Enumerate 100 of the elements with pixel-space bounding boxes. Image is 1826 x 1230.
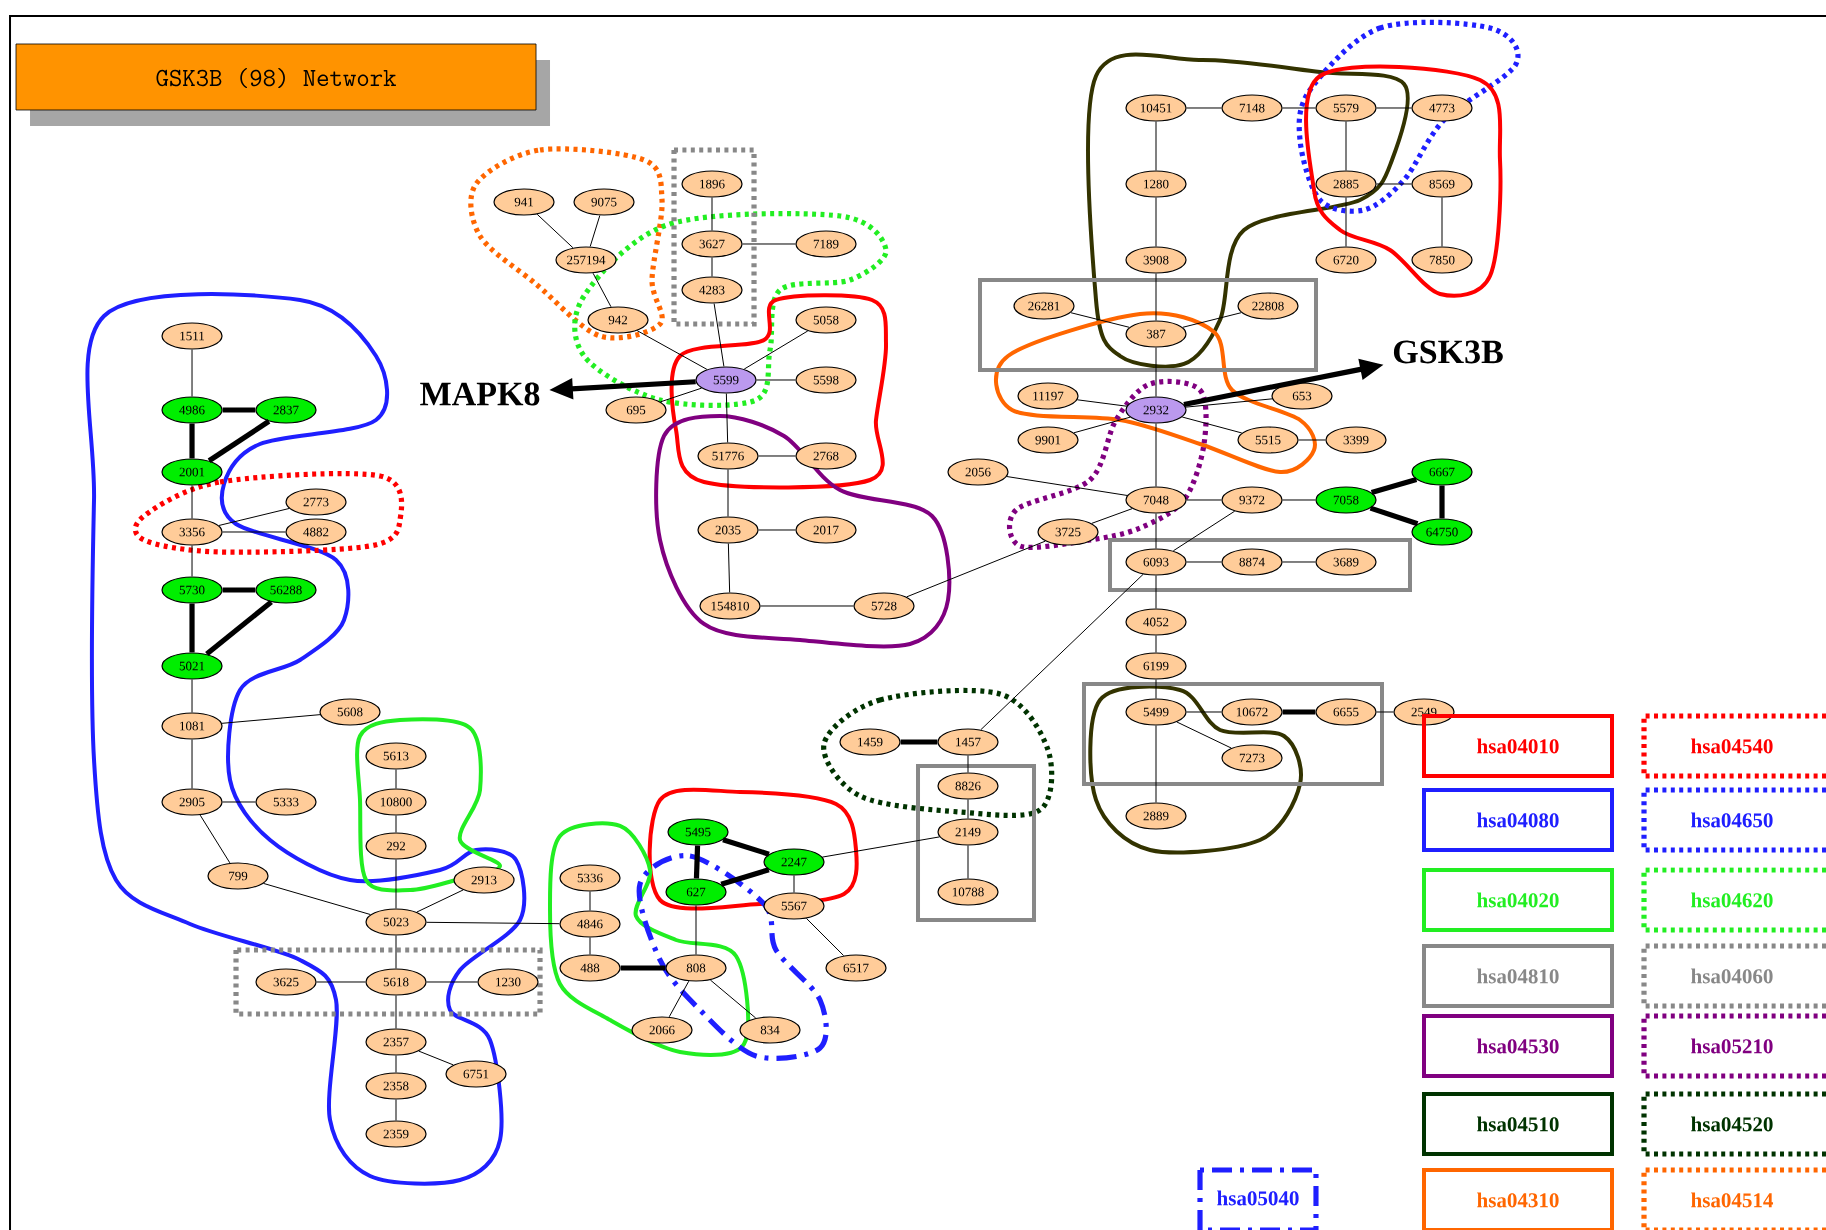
legend-item: hsa04010: [1422, 714, 1614, 778]
edge-line: [536, 213, 574, 249]
edge-line: [199, 814, 231, 864]
edge-line: [222, 801, 256, 803]
edge-line: [1155, 197, 1157, 247]
edge-line: [758, 529, 796, 531]
edge-line: [711, 197, 713, 231]
edge-line: [967, 845, 969, 879]
edge-line: [1182, 312, 1242, 328]
edge-line: [395, 935, 397, 969]
edge-line: [727, 469, 729, 517]
edge-line: [1155, 635, 1157, 653]
edge-line: [760, 605, 854, 607]
edge-line: [709, 979, 757, 1019]
legend-item: hsa04540: [1641, 713, 1826, 779]
edge-line: [1073, 416, 1131, 434]
edge-line: [967, 799, 969, 819]
edge-line: [1376, 107, 1412, 109]
legend-item: hsa04810: [1422, 944, 1614, 1008]
edge-line: [1155, 513, 1157, 549]
edge-line: [589, 214, 601, 248]
edge-line: [395, 769, 397, 789]
edge-line: [1155, 273, 1157, 321]
legend-item: hsa05210: [1641, 1013, 1826, 1079]
edge-line: [722, 837, 770, 857]
edge-line: [191, 349, 193, 397]
edge-line: [713, 303, 725, 367]
edge-line: [189, 423, 195, 459]
edge-line: [191, 679, 193, 713]
edge-line: [316, 981, 366, 983]
legend-item: hsa04514: [1641, 1167, 1826, 1230]
edge-line: [711, 257, 713, 277]
edge-line: [620, 965, 666, 971]
edge-line: [1282, 107, 1316, 109]
edge-line: [222, 587, 256, 593]
legend-item: hsa04310: [1422, 1168, 1614, 1230]
edge-line: [805, 917, 845, 957]
edge-line: [693, 845, 701, 879]
edge-line: [1345, 121, 1347, 171]
edge-line: [191, 485, 193, 519]
edge-line: [1441, 197, 1443, 247]
edge-line: [395, 995, 397, 1029]
edge-line: [426, 921, 560, 925]
edge-line: [395, 1055, 397, 1073]
edge-line: [191, 739, 193, 789]
edge-line: [1185, 398, 1273, 408]
edge-line: [1186, 499, 1222, 501]
edge-line: [189, 603, 195, 653]
edge-line: [592, 272, 612, 308]
edge-line: [191, 545, 193, 577]
edge-line: [1186, 107, 1222, 109]
edge-line: [426, 981, 478, 983]
edge-line: [695, 905, 697, 955]
legend-item: hsa04650: [1641, 787, 1826, 853]
legend-item: hsa04620: [1641, 867, 1826, 933]
edge-line: [418, 1050, 454, 1066]
edge-line: [1370, 476, 1418, 496]
edge-line: [263, 882, 371, 916]
gene-label: GSK3B: [1393, 340, 1503, 364]
edge-line: [395, 815, 397, 833]
edge-line: [636, 330, 708, 370]
edge-line: [1186, 711, 1222, 713]
edge-line: [980, 573, 1144, 731]
edge-line: [218, 508, 290, 526]
edge-line: [900, 739, 938, 745]
legend-item: hsa04520: [1641, 1091, 1826, 1157]
edge-line: [1155, 725, 1157, 803]
edge-line: [725, 393, 729, 443]
edge-line: [660, 387, 703, 403]
edge-line: [1181, 416, 1243, 434]
legend-item: hsa04510: [1422, 1092, 1614, 1156]
edge-line: [1282, 499, 1316, 501]
legend-item: hsa05040: [1197, 1167, 1319, 1230]
edge-line: [1439, 485, 1445, 519]
edge-line: [221, 714, 321, 724]
edge-line: [1155, 347, 1157, 397]
edge-line: [756, 379, 796, 381]
edge-line: [1155, 423, 1157, 487]
legend-item: hsa04530: [1422, 1014, 1614, 1078]
edge-line: [1345, 197, 1347, 247]
legend-item: hsa04020: [1422, 868, 1614, 932]
edge-line: [742, 243, 796, 245]
edge-line: [720, 867, 770, 887]
edge-line: [1070, 312, 1130, 328]
gene-label: MAPK8: [420, 382, 540, 406]
edge-line: [1376, 183, 1412, 185]
edge-line: [1186, 561, 1222, 563]
title-banner: GSK3B (98) Network: [15, 43, 550, 126]
edge-line: [1376, 711, 1394, 713]
edge-line: [1155, 575, 1157, 609]
edge-line: [589, 937, 591, 955]
edge-line: [395, 859, 397, 909]
edge-line: [1091, 508, 1133, 524]
edge-line: [1298, 439, 1326, 441]
edge-line: [758, 455, 796, 457]
edge-line: [1155, 679, 1157, 699]
legend-item: hsa04080: [1422, 788, 1614, 852]
edge-line: [1369, 505, 1419, 527]
edge-line: [727, 543, 731, 593]
edge-line: [906, 540, 1046, 598]
